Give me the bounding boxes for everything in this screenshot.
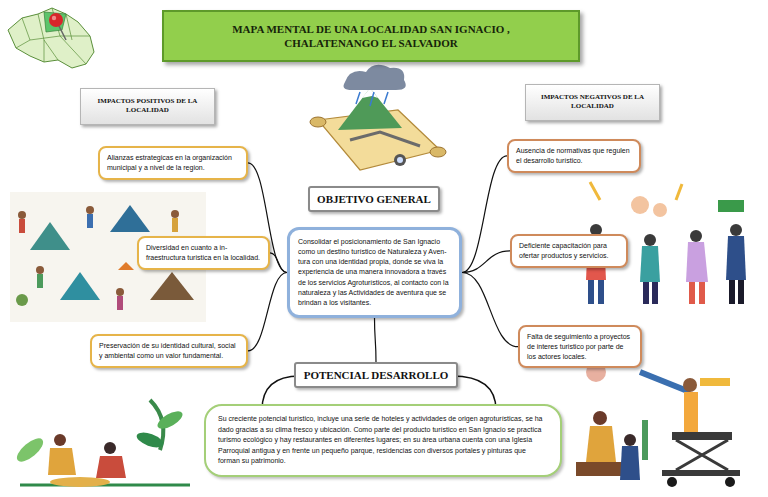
- node-text: Preservación de su identidad cultural, s…: [99, 341, 239, 361]
- connector-line: [375, 318, 377, 362]
- node-text: Ausencia de normativas que regulen el de…: [516, 146, 632, 166]
- positive-impact-box: Preservación de su identidad cultural, s…: [90, 334, 248, 368]
- node-text: Deficiente capacitación para ofertar pro…: [519, 241, 619, 261]
- title-text: MAPA MENTAL DE UNA LOCALIDAD SAN IGNACIO…: [194, 22, 548, 51]
- nature-illustration: [13, 400, 190, 487]
- heading-box: POTENCIAL DESARROLLO: [294, 362, 458, 388]
- positive-impact-box: Diversidad en cuanto a in- fraestructura…: [137, 236, 270, 270]
- negative-impact-box: Ausencia de normativas que regulen el de…: [507, 139, 641, 173]
- node-text: Alianzas estrategicas en la organización…: [107, 153, 239, 173]
- connector-line: [462, 251, 510, 273]
- negative-impact-box: Deficiente capacitación para ofertar pro…: [510, 234, 628, 268]
- node-text: OBJETIVO GENERAL: [316, 193, 432, 205]
- node-text: Diversidad en cuanto a in- fraestructura…: [146, 243, 261, 263]
- heading-box: OBJETIVO GENERAL: [308, 186, 440, 212]
- connector-line: [462, 156, 507, 273]
- title-banner: MAPA MENTAL DE UNA LOCALIDAD SAN IGNACIO…: [162, 10, 580, 62]
- node-text: POTENCIAL DESARROLLO: [302, 369, 450, 381]
- node-text: IMPACTOS POSITIVOS DE LA LOCALIDAD: [93, 97, 202, 116]
- positive-impact-box: Alianzas estrategicas en la organización…: [98, 146, 248, 180]
- node-text: IMPACTOS NEGATIVOS DE LA LOCALIDAD: [538, 93, 647, 112]
- node-text: Consolidar el posicionamiento de San Ign…: [298, 237, 451, 308]
- workers-illustration: [576, 362, 740, 487]
- connector-line: [270, 253, 287, 273]
- connector-line: [462, 272, 518, 346]
- node-text: Falta de seguimiento a proyectos de inte…: [527, 332, 633, 361]
- map-icon: [8, 8, 94, 68]
- connector-line: [248, 272, 287, 350]
- negative-impact-box: Falta de seguimiento a proyectos de inte…: [518, 325, 642, 368]
- description-box: Su creciente potencial turístico, incluy…: [204, 404, 562, 477]
- node-text: Su creciente potencial turístico, incluy…: [218, 414, 548, 467]
- section-header: IMPACTOS POSITIVOS DE LA LOCALIDAD: [80, 88, 215, 125]
- section-header: IMPACTOS NEGATIVOS DE LA LOCALIDAD: [525, 84, 660, 121]
- objective-box: Consolidar el posicionamiento de San Ign…: [287, 227, 462, 318]
- scroll-illustration: [310, 65, 446, 170]
